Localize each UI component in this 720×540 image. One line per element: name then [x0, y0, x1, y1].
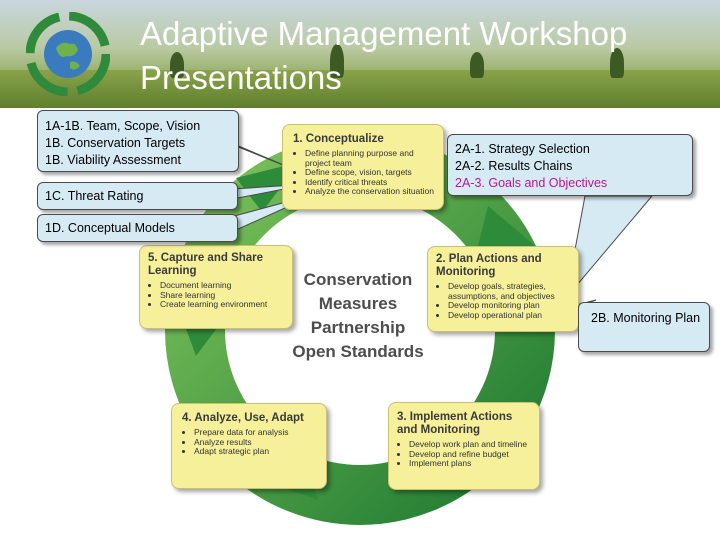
step-card-analyze: 4. Analyze, Use, Adapt Prepare data for …	[171, 403, 327, 489]
step-title: 5. Capture and Share Learning	[148, 252, 264, 277]
center-line: Conservation	[303, 270, 413, 289]
step-item: Develop work plan and timeline	[409, 439, 533, 450]
step-item: Share learning	[160, 290, 286, 301]
callout-line: 2B. Monitoring Plan	[591, 311, 701, 325]
step-item: Analyze the conservation situation	[305, 186, 437, 197]
callout-line: 2A-1. Strategy Selection	[455, 142, 590, 156]
step-items: Develop goals, strategies, assumptions, …	[436, 281, 572, 321]
header-banner: Adaptive Management Workshop Presentatio…	[0, 0, 720, 108]
step-title: 1. Conceptualize	[293, 133, 384, 145]
step-item: Analyze results	[194, 437, 320, 448]
callout-line: 2A-2. Results Chains	[455, 159, 573, 173]
step-title: 4. Analyze, Use, Adapt	[182, 412, 304, 424]
step-item: Define scope, vision, targets	[305, 167, 437, 178]
callout-threat-rating: 1C. Threat Rating	[37, 182, 238, 210]
center-line: Open Standards	[292, 342, 424, 361]
callout-line: 1B. Conservation Targets	[45, 136, 186, 150]
header-tree	[610, 48, 624, 78]
page-title: Adaptive Management Workshop Presentatio…	[140, 15, 628, 96]
step-title: 2. Plan Actions and Monitoring	[436, 253, 542, 278]
step-item: Develop and refine budget	[409, 449, 533, 460]
step-item: Implement plans	[409, 458, 533, 469]
step-item: Define planning purpose and project team	[305, 148, 437, 168]
callout-line: 1C. Threat Rating	[45, 189, 144, 203]
header-tree	[170, 52, 184, 78]
step-item: Create learning environment	[160, 299, 286, 310]
step-item: Develop operational plan	[448, 310, 572, 321]
header-tree	[330, 44, 344, 78]
callout-line: 1B. Viability Assessment	[45, 153, 181, 167]
center-line: Measures	[318, 294, 398, 313]
step-item: Adapt strategic plan	[194, 446, 320, 457]
step-items: Document learning Share learning Create …	[148, 280, 286, 310]
globe-cycle-logo-icon	[26, 12, 110, 96]
callout-strategy: 2A-1. Strategy Selection 2A-2. Results C…	[447, 134, 693, 196]
callout-line-highlighted: 2A-3. Goals and Objectives	[455, 176, 608, 190]
step-card-plan: 2. Plan Actions and Monitoring Develop g…	[427, 246, 579, 332]
header-tree	[470, 52, 484, 78]
step-item: Identify critical threats	[305, 177, 437, 188]
step-item: Prepare data for analysis	[194, 427, 320, 438]
step-card-learning: 5. Capture and Share Learning Document l…	[139, 245, 293, 329]
callout-monitoring-plan: 2B. Monitoring Plan	[578, 302, 710, 352]
step-items: Prepare data for analysis Analyze result…	[182, 427, 320, 457]
step-card-implement: 3. Implement Actions and Monitoring Deve…	[388, 402, 540, 490]
step-item: Document learning	[160, 280, 286, 291]
step-item: Develop monitoring plan	[448, 300, 572, 311]
callout-conceptual-models: 1D. Conceptual Models	[37, 214, 238, 242]
callout-team-scope: 1A-1B. Team, Scope, Vision 1B. Conservat…	[37, 110, 239, 172]
callout-line: 1D. Conceptual Models	[45, 221, 175, 235]
step-items: Define planning purpose and project team…	[293, 148, 437, 197]
step-item: Develop goals, strategies, assumptions, …	[448, 281, 572, 301]
center-line: Partnership	[310, 318, 406, 337]
callout-line: 1A-1B. Team, Scope, Vision	[45, 119, 201, 133]
step-card-conceptualize: 1. Conceptualize Define planning purpose…	[282, 124, 444, 210]
center-label: Conservation Measures Partnership Open S…	[286, 268, 430, 364]
step-items: Develop work plan and timeline Develop a…	[397, 439, 533, 469]
header-grass	[0, 70, 720, 108]
step-title: 3. Implement Actions and Monitoring	[397, 411, 513, 436]
